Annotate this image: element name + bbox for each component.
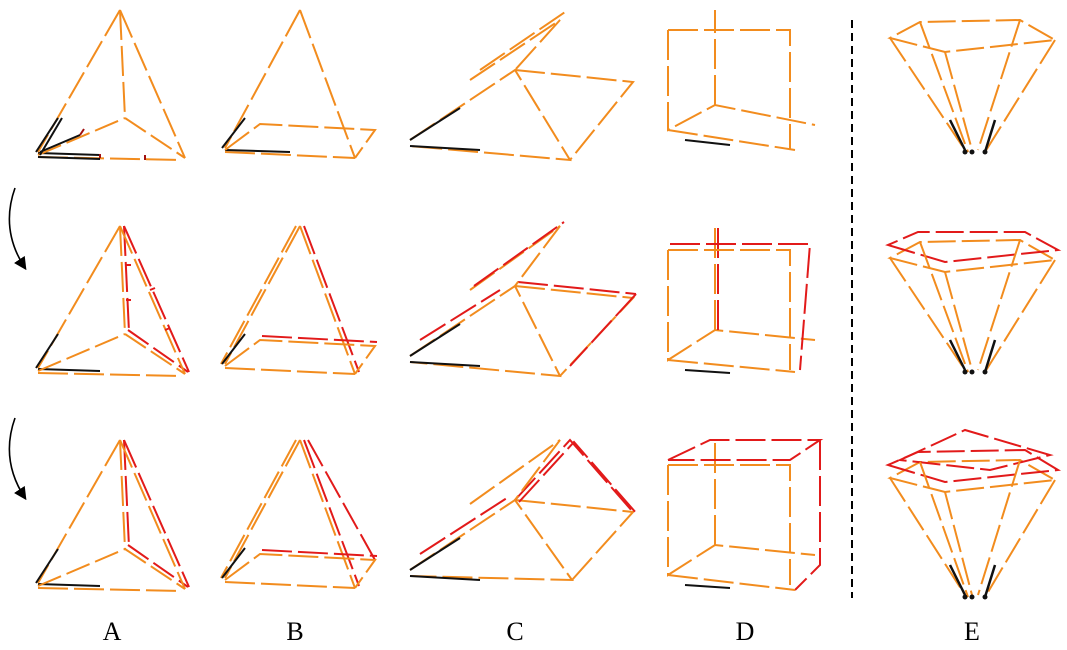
panel-e-row1 [890,20,1055,155]
panel-a-row1 [36,10,185,160]
column-label-e: E [964,617,980,646]
panel-b-row3 [221,440,377,588]
column-label-b: B [286,617,303,646]
panel-a-row3 [36,440,189,591]
column-label-d: D [736,617,755,646]
panel-b-row1 [222,10,375,158]
transition-arrow-1 [9,188,25,268]
column-label-c: C [506,617,523,646]
panel-e-row3 [888,430,1058,600]
transition-arrow-2 [9,418,25,498]
panel-c-row2 [410,222,636,376]
panel-c-row3 [410,440,637,580]
panel-b-row2 [221,226,377,374]
panel-a-row2 [36,226,189,376]
panel-d-row1 [668,10,815,150]
panel-d-row3 [668,440,820,590]
column-label-a: A [103,617,122,646]
panel-e-row2 [888,232,1058,375]
panel-c-row1 [410,10,633,160]
panel-d-row2 [668,226,815,373]
